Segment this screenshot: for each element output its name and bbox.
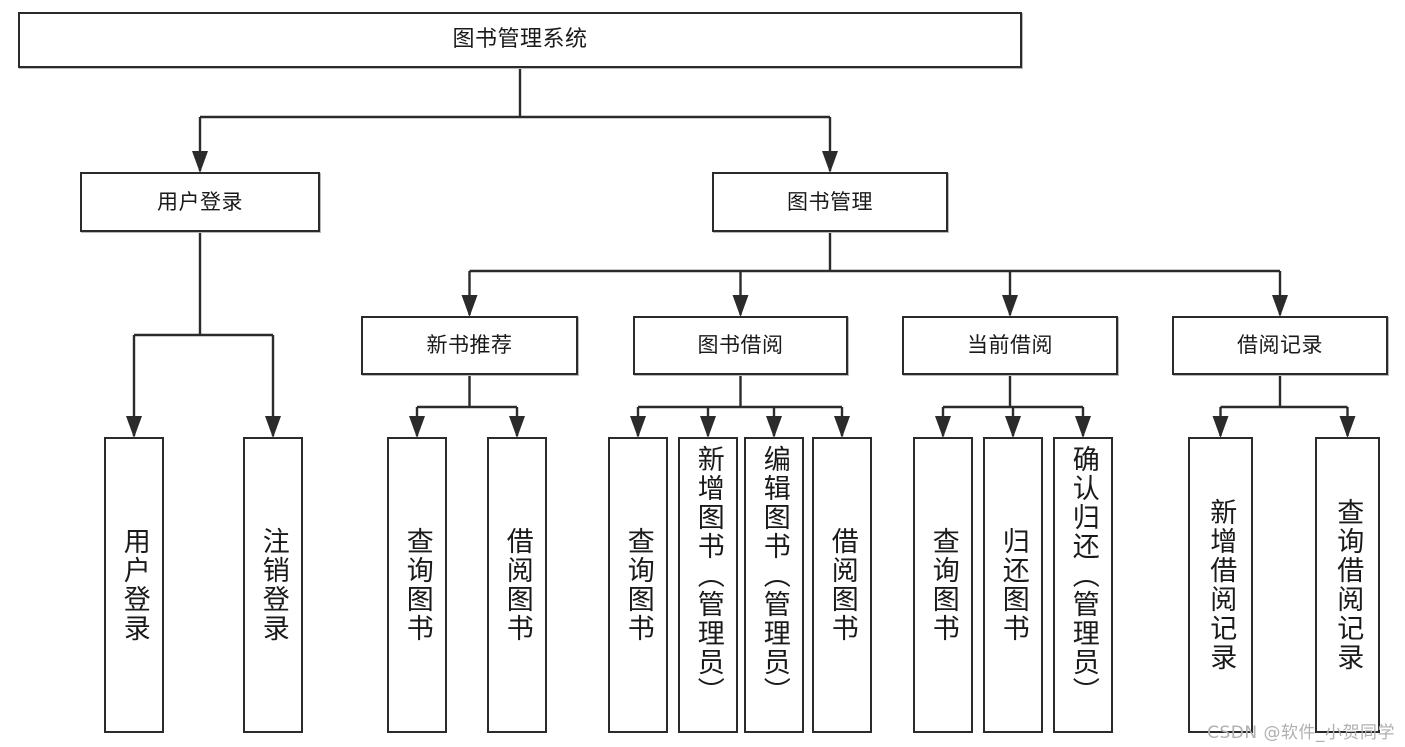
node-label: 图书管理 [787, 189, 873, 214]
node-label: 确认归还（管理员） [1067, 445, 1099, 706]
node-label: 图书借阅 [697, 333, 784, 358]
node-label: 当前借阅 [967, 333, 1053, 358]
leaf-query-borrow-record[interactable]: 查询借阅记录 [1315, 437, 1380, 733]
node-label: 借阅图书 [501, 527, 533, 643]
node-label: 注销登录 [257, 527, 289, 643]
node-borrow-records[interactable]: 借阅记录 [1172, 316, 1388, 375]
leaf-return-books[interactable]: 归还图书 [983, 437, 1043, 733]
node-label: 借阅图书 [826, 527, 858, 643]
node-label: 归还图书 [997, 527, 1029, 643]
node-current-borrow[interactable]: 当前借阅 [902, 316, 1118, 375]
node-label: 新增借阅记录 [1205, 498, 1237, 672]
leaf-add-book-admin[interactable]: 新增图书（管理员） [678, 437, 738, 733]
leaf-edit-book-admin[interactable]: 编辑图书（管理员） [744, 437, 804, 733]
node-label: 查询借阅记录 [1332, 498, 1364, 672]
node-new-book-recommend[interactable]: 新书推荐 [361, 316, 578, 375]
node-label: 编辑图书（管理员） [758, 445, 790, 706]
leaf-query-books-current[interactable]: 查询图书 [913, 437, 973, 733]
node-label: 新书推荐 [426, 333, 513, 358]
node-book-borrow[interactable]: 图书借阅 [633, 316, 848, 375]
leaf-logout-login[interactable]: 注销登录 [243, 437, 303, 733]
node-user-login[interactable]: 用户登录 [80, 172, 320, 232]
leaf-borrow-books-recommend[interactable]: 借阅图书 [487, 437, 547, 733]
node-label: 查询图书 [622, 527, 654, 643]
leaf-query-books-borrow[interactable]: 查询图书 [608, 437, 668, 733]
leaf-borrow-books[interactable]: 借阅图书 [812, 437, 872, 733]
leaf-query-books-recommend[interactable]: 查询图书 [387, 437, 447, 733]
node-label: 图书管理系统 [452, 27, 588, 53]
node-label: 查询图书 [401, 527, 433, 643]
node-root[interactable]: 图书管理系统 [18, 12, 1022, 68]
leaf-add-borrow-record[interactable]: 新增借阅记录 [1188, 437, 1253, 733]
leaf-confirm-return-admin[interactable]: 确认归还（管理员） [1053, 437, 1113, 733]
leaf-user-login[interactable]: 用户登录 [104, 437, 164, 733]
node-book-management[interactable]: 图书管理 [712, 172, 948, 232]
node-label: 借阅记录 [1237, 333, 1323, 358]
node-label: 用户登录 [157, 189, 243, 214]
node-label: 新增图书（管理员） [692, 445, 724, 706]
csdn-watermark: CSDN @软件_小贺同学 [1207, 723, 1395, 743]
node-label: 用户登录 [118, 527, 150, 643]
node-label: 查询图书 [927, 527, 959, 643]
